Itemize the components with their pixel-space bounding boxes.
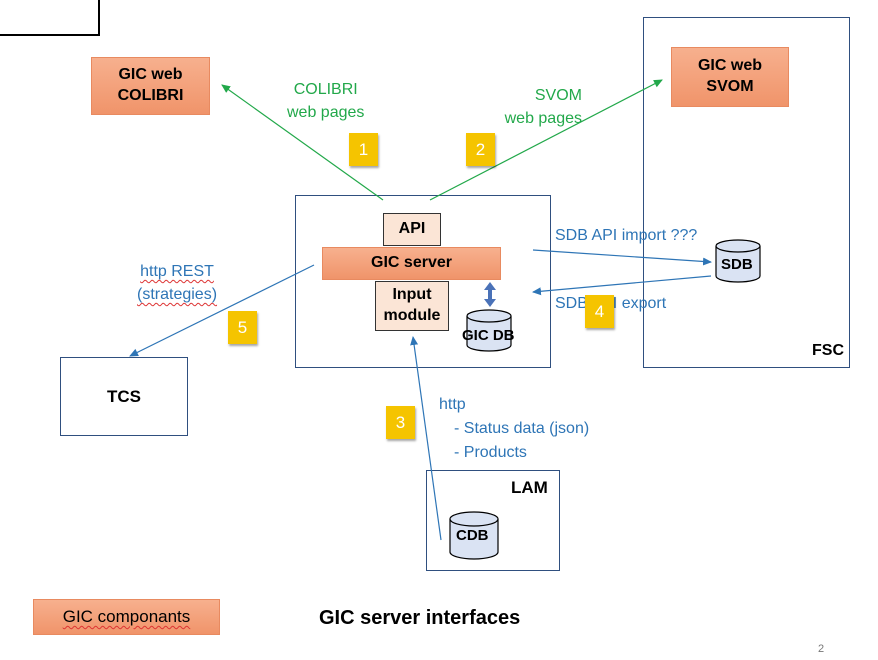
api-node: API [383, 213, 441, 246]
fsc-label: FSC [812, 342, 844, 359]
http-rest-text: http REST (strategies) [137, 263, 218, 304]
edge-tcs [129, 264, 315, 357]
gic-web-svom-node: GIC web SVOM [671, 47, 789, 107]
gic-db-cylinder [466, 309, 512, 352]
edge-svom [429, 79, 663, 201]
sdb-import-label: SDB API import ??? [555, 227, 698, 244]
legend-swatch: GIC componants [33, 599, 220, 635]
page-number: 2 [818, 643, 825, 655]
gic-db-label: GIC DB [462, 327, 515, 344]
cdb-label: CDB [456, 527, 489, 544]
badge-5: 5 [228, 311, 257, 344]
gic-web-colibri-node: GIC web COLIBRI [91, 57, 210, 115]
sdb-label: SDB [721, 256, 753, 273]
edge-colibri [221, 84, 384, 201]
legend-label: GIC componants [62, 606, 191, 626]
sdb-cylinder [715, 239, 761, 283]
edge-lam [410, 336, 442, 541]
products-label: - Products [454, 444, 527, 461]
badge-1: 1 [349, 133, 378, 166]
lam-label: LAM [511, 478, 548, 497]
svom-pages-label: SVOM web pages [504, 87, 582, 128]
badge-4: 4 [585, 295, 614, 328]
input-module-node: Input module [375, 281, 449, 331]
status-data-label: - Status data (json) [454, 420, 590, 437]
corner-box [0, 0, 100, 36]
http-rest-label: http REST (strategies) [137, 260, 217, 306]
colibri-pages-label: COLIBRI web pages [287, 81, 365, 122]
badge-2: 2 [466, 133, 495, 166]
edge-sdb-import [532, 249, 712, 266]
badge-3: 3 [386, 406, 415, 439]
tcs-box: TCS [60, 357, 188, 436]
cdb-cylinder [449, 511, 499, 560]
tcs-label: TCS [107, 386, 141, 406]
diagram-title: GIC server interfaces [319, 607, 521, 629]
http-label: http [439, 396, 466, 413]
edge-sdb-export [532, 275, 712, 296]
gic-server-node: GIC server [322, 247, 501, 280]
